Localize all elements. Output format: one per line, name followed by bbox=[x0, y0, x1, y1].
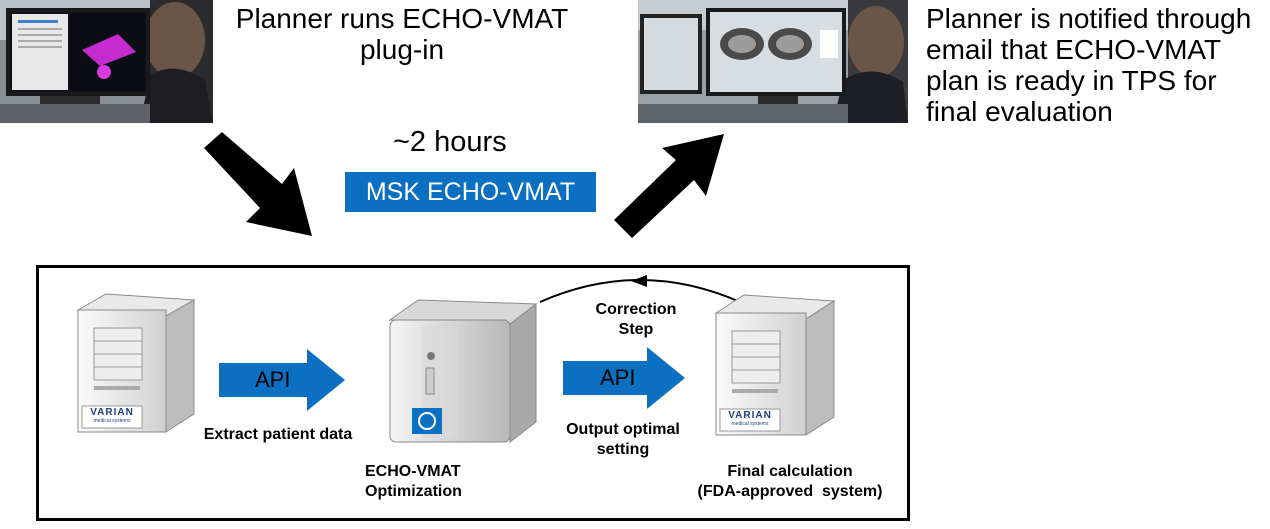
workflow-diagram-box bbox=[36, 265, 910, 521]
correction-step-label: Correction Step bbox=[566, 300, 706, 340]
api-arrow-right-icon bbox=[563, 347, 685, 409]
echo-opt-line2: Optimization bbox=[365, 483, 462, 500]
planner-workstation-photo bbox=[0, 0, 213, 123]
varian-brand-right: VARIAN bbox=[728, 410, 772, 421]
varian-sub-left: medical systems bbox=[93, 418, 131, 424]
api-label-right: API bbox=[600, 365, 636, 390]
arrow-down-right-icon bbox=[204, 132, 312, 236]
final-calculation-server-icon bbox=[714, 294, 836, 436]
varian-logo-right: VARIAN medical systems bbox=[720, 410, 780, 427]
echo-vmat-optimization-label: ECHO-VMAT Optimization bbox=[365, 462, 505, 502]
correction-line2: Step bbox=[618, 321, 654, 338]
extract-patient-data-label: Extract patient data bbox=[203, 426, 353, 443]
arrow-up-right-icon bbox=[614, 134, 724, 238]
varian-logo-left: VARIAN medical systems bbox=[82, 407, 142, 424]
correction-loop-arrow-icon bbox=[539, 275, 741, 303]
msk-echo-vmat-badge: MSK ECHO-VMAT bbox=[345, 172, 596, 212]
final-line1: Final calculation bbox=[727, 463, 853, 480]
duration-label: ~2 hours bbox=[393, 126, 507, 158]
correction-line1: Correction bbox=[595, 301, 677, 318]
planner-notified-caption: Planner is notified through email that E… bbox=[926, 3, 1252, 127]
output-line2: setting bbox=[596, 441, 650, 458]
planner-runs-caption: Planner runs ECHO-VMAT plug-in bbox=[235, 3, 569, 65]
varian-brand-left: VARIAN bbox=[90, 407, 134, 418]
api-arrow-left-icon bbox=[219, 349, 345, 411]
final-calculation-label: Final calculation (FDA-approved system) bbox=[690, 462, 890, 502]
planner-notified-photo bbox=[638, 0, 908, 123]
echo-vmat-server-icon bbox=[388, 299, 538, 444]
varian-server-icon bbox=[76, 293, 196, 433]
api-label-left: API bbox=[255, 367, 291, 392]
echo-opt-line1: ECHO-VMAT bbox=[365, 463, 461, 480]
output-optimal-setting-label: Output optimal setting bbox=[548, 420, 698, 460]
output-line1: Output optimal bbox=[566, 421, 680, 438]
varian-sub-right: medical systems bbox=[731, 421, 769, 427]
final-line2: (FDA-approved system) bbox=[697, 483, 883, 500]
